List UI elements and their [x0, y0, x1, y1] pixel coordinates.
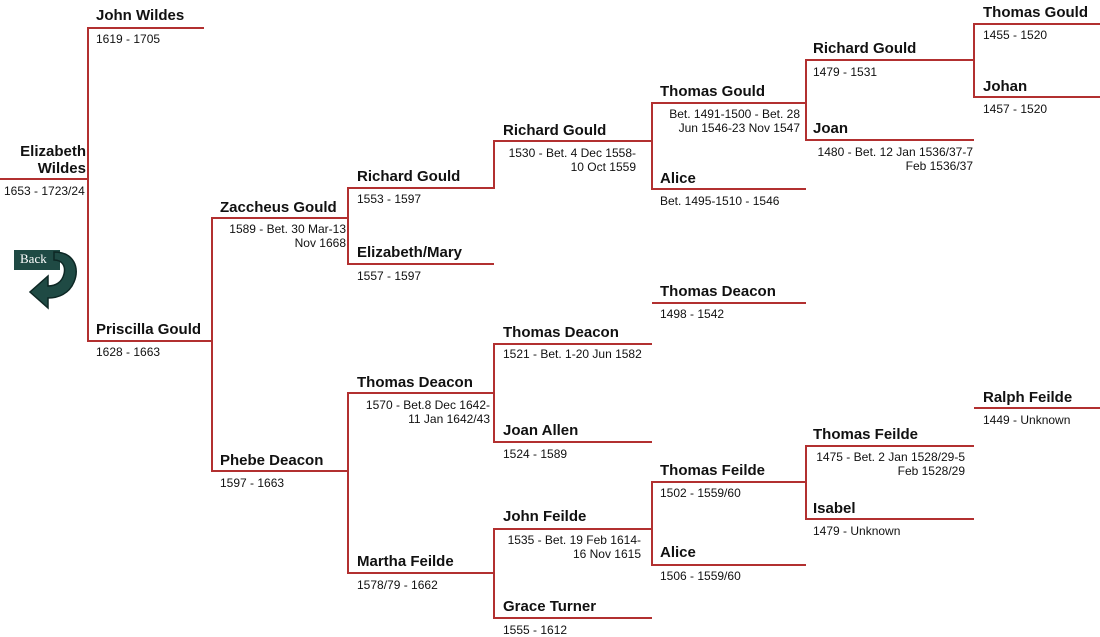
person-underline: [806, 445, 974, 447]
person-underline: [652, 302, 806, 304]
connector-line: [87, 27, 89, 342]
connector-line: [805, 59, 807, 141]
person-dates: 1653 - 1723/24: [4, 184, 85, 198]
person-name: John Wildes: [96, 7, 185, 24]
person-name: Grace Turner: [503, 598, 597, 615]
person-underline: [494, 441, 652, 443]
person-dates: 1521 - Bet. 1-20 Jun 1582: [503, 347, 642, 361]
connector-line: [805, 445, 807, 520]
connector-line: [493, 528, 495, 619]
connector-line: [973, 23, 975, 98]
connector-line: [651, 481, 653, 566]
person-dates: Bet. 1491-1500 - Bet. 28 Jun 1546-23 Nov…: [669, 107, 800, 135]
person-dates: Bet. 1495-1510 - 1546: [660, 194, 780, 208]
person-underline: [348, 392, 494, 394]
person-underline: [348, 572, 494, 574]
person-dates: 1553 - 1597: [357, 192, 422, 206]
person-name: Alice: [660, 170, 696, 187]
connector-line: [651, 102, 653, 190]
person-dates: 1589 - Bet. 30 Mar-13 Nov 1668: [229, 222, 346, 250]
person-underline: [0, 178, 88, 180]
person-name: Richard Gould: [813, 40, 917, 57]
person-dates: 1479 - Unknown: [813, 524, 901, 538]
person-underline: [974, 23, 1100, 25]
person-dates: 1570 - Bet.8 Dec 1642-11 Jan 1642/43: [365, 398, 490, 426]
person-name: John Feilde: [503, 508, 587, 525]
person-dates: 1502 - 1559/60: [660, 486, 741, 500]
person-name: Joan Allen: [503, 422, 579, 439]
person-name: Thomas Gould: [983, 4, 1088, 21]
person-dates: 1455 - 1520: [983, 28, 1048, 42]
person-underline: [212, 217, 348, 219]
person-dates: 1506 - 1559/60: [660, 569, 741, 583]
connector-line: [211, 217, 213, 472]
person-name: Alice: [660, 544, 696, 561]
person-underline: [806, 139, 974, 141]
person-dates: 1557 - 1597: [357, 269, 422, 283]
person-underline: [494, 528, 652, 530]
person-name: Elizabeth/Mary: [357, 244, 463, 261]
back-arrow-icon: [14, 250, 77, 310]
person-underline: [806, 518, 974, 520]
person-name: Joan: [813, 120, 849, 137]
person-underline: [348, 263, 494, 265]
person-underline: [652, 188, 806, 190]
connector-line: [347, 187, 349, 265]
person-name: Thomas Feilde: [813, 426, 919, 443]
person-name: Priscilla Gould: [96, 321, 202, 338]
person-name: Phebe Deacon: [220, 452, 324, 469]
person-name: Elizabeth Wildes: [20, 143, 86, 177]
person-dates: 1555 - 1612: [503, 623, 568, 637]
person-underline: [974, 407, 1100, 409]
person-underline: [494, 343, 652, 345]
person-dates: 1530 - Bet. 4 Dec 1558-10 Oct 1559: [508, 146, 636, 174]
person-dates: 1449 - Unknown: [983, 413, 1071, 427]
person-name: Zaccheus Gould: [220, 199, 337, 216]
person-underline: [88, 340, 212, 342]
person-dates: 1475 - Bet. 2 Jan 1528/29-5 Feb 1528/29: [816, 450, 965, 478]
person-underline: [652, 481, 806, 483]
person-dates: 1597 - 1663: [220, 476, 285, 490]
person-name: Johan: [983, 78, 1028, 95]
person-dates: 1479 - 1531: [813, 65, 878, 79]
person-name: Martha Feilde: [357, 553, 454, 570]
person-dates: 1628 - 1663: [96, 345, 161, 359]
person-underline: [652, 102, 806, 104]
person-dates: 1619 - 1705: [96, 32, 161, 46]
person-dates: 1524 - 1589: [503, 447, 568, 461]
person-underline: [494, 617, 652, 619]
person-dates: 1457 - 1520: [983, 102, 1048, 116]
person-name: Thomas Deacon: [503, 324, 619, 341]
person-dates: 1578/79 - 1662: [357, 578, 438, 592]
connector-line: [347, 392, 349, 574]
person-name: Ralph Feilde: [983, 389, 1073, 406]
back-button[interactable]: Back: [14, 250, 80, 314]
person-underline: [652, 564, 806, 566]
person-dates: 1535 - Bet. 19 Feb 1614-16 Nov 1615: [507, 533, 641, 561]
person-dates: 1498 - 1542: [660, 307, 725, 321]
connector-line: [493, 343, 495, 443]
person-name: Thomas Gould: [660, 83, 765, 100]
person-underline: [88, 27, 204, 29]
person-underline: [212, 470, 348, 472]
person-underline: [806, 59, 974, 61]
person-name: Thomas Feilde: [660, 462, 766, 479]
person-dates: 1480 - Bet. 12 Jan 1536/37-7 Feb 1536/37: [817, 145, 973, 173]
back-label: Back: [20, 251, 47, 266]
person-name: Isabel: [813, 500, 856, 517]
person-name: Thomas Deacon: [357, 374, 473, 391]
person-name: Thomas Deacon: [660, 283, 776, 300]
person-underline: [974, 96, 1100, 98]
person-name: Richard Gould: [357, 168, 461, 185]
person-underline: [348, 187, 494, 189]
person-name: Richard Gould: [503, 122, 607, 139]
connector-line: [493, 140, 495, 189]
person-underline: [494, 140, 652, 142]
